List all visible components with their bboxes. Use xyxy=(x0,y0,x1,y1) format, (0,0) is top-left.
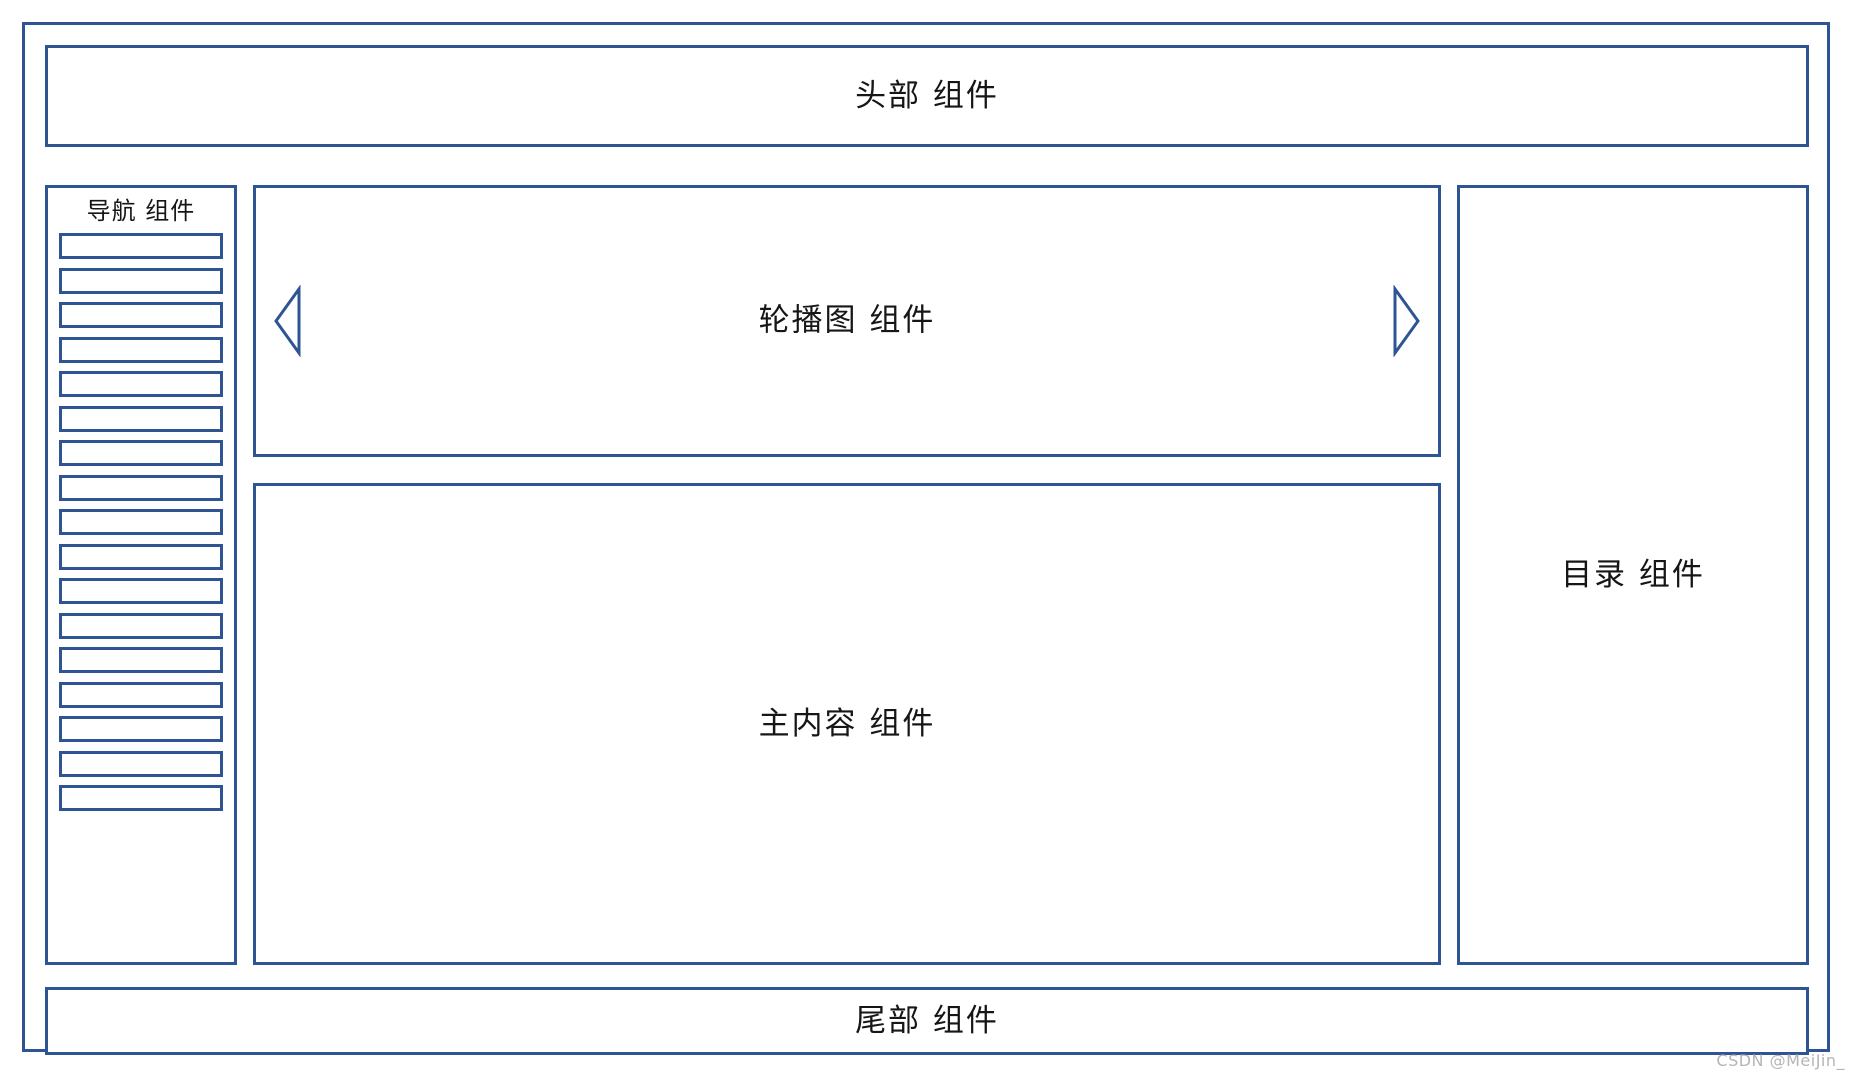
nav-item-6[interactable] xyxy=(59,405,223,432)
nav-item-8[interactable] xyxy=(59,474,223,501)
nav-item-11[interactable] xyxy=(59,578,223,605)
footer-component[interactable]: 尾部 组件 xyxy=(45,987,1809,1055)
nav-item-14[interactable] xyxy=(59,681,223,708)
chevron-left-icon[interactable] xyxy=(272,285,302,357)
nav-item-2[interactable] xyxy=(59,267,223,294)
carousel-component[interactable]: 轮播图 组件 xyxy=(253,185,1441,457)
header-label: 头部 组件 xyxy=(855,77,999,114)
nav-item-7[interactable] xyxy=(59,440,223,467)
nav-item-17[interactable] xyxy=(59,785,223,812)
nav-item-15[interactable] xyxy=(59,716,223,743)
chevron-right-icon[interactable] xyxy=(1392,285,1422,357)
carousel-label: 轮播图 组件 xyxy=(758,302,936,339)
main-content-component[interactable]: 主内容 组件 xyxy=(253,483,1441,965)
nav-item-1[interactable] xyxy=(59,233,223,260)
nav-item-9[interactable] xyxy=(59,509,223,536)
main-content-label: 主内容 组件 xyxy=(758,705,936,742)
catalog-component[interactable]: 目录 组件 xyxy=(1457,185,1809,965)
page-layout-frame: 头部 组件 导航 组件 xyxy=(22,22,1830,1055)
nav-item-16[interactable] xyxy=(59,750,223,777)
footer-label: 尾部 组件 xyxy=(855,1002,999,1039)
nav-component[interactable]: 导航 组件 xyxy=(45,185,237,965)
nav-item-3[interactable] xyxy=(59,302,223,329)
catalog-label: 目录 组件 xyxy=(1561,556,1705,593)
nav-item-10[interactable] xyxy=(59,543,223,570)
nav-item-5[interactable] xyxy=(59,371,223,398)
nav-title: 导航 组件 xyxy=(86,197,196,225)
watermark-text: CSDN @MeiJin_ xyxy=(1716,1051,1845,1070)
nav-item-12[interactable] xyxy=(59,612,223,639)
nav-item-13[interactable] xyxy=(59,647,223,674)
nav-item-4[interactable] xyxy=(59,336,223,363)
nav-item-list xyxy=(59,233,223,950)
header-component[interactable]: 头部 组件 xyxy=(45,45,1809,147)
